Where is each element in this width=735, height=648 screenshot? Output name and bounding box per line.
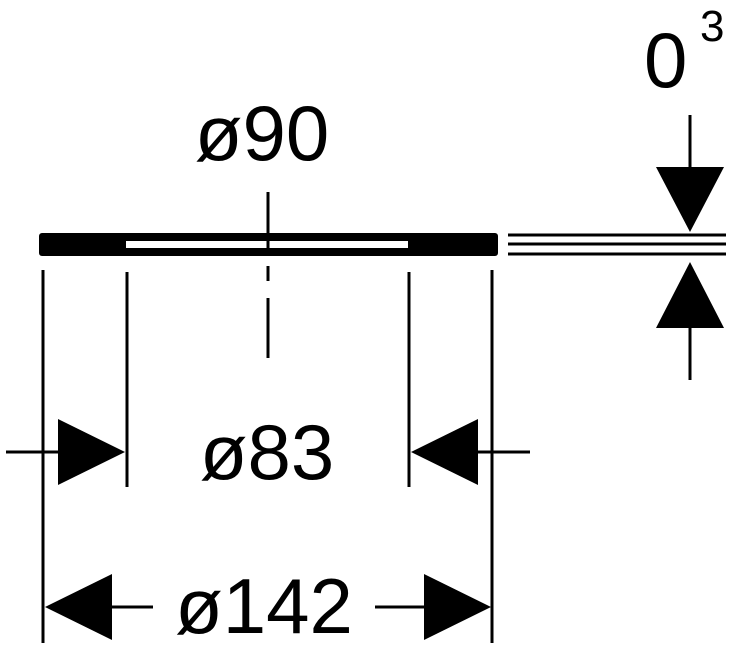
diameter-142-label: ø142 <box>175 562 353 648</box>
dimension-83: ø83 <box>6 408 530 496</box>
thickness-arrow-up <box>656 262 724 328</box>
dim-83-arrow-left <box>58 419 125 485</box>
thickness-side-lines <box>508 233 726 256</box>
diameter-83-label: ø83 <box>200 408 334 496</box>
dimension-142: ø142 <box>45 562 491 648</box>
dim-142-arrow-left <box>45 574 112 640</box>
dimension-thickness: 0 3 <box>644 2 724 380</box>
thickness-label-base: 0 <box>644 16 687 104</box>
thickness-label-superscript: 3 <box>700 2 724 51</box>
dim-142-arrow-right <box>424 574 491 640</box>
thickness-arrow-down <box>656 167 724 232</box>
diameter-90-label: ø90 <box>195 89 329 177</box>
extension-lines <box>41 270 494 643</box>
dim-83-arrow-right <box>411 419 478 485</box>
